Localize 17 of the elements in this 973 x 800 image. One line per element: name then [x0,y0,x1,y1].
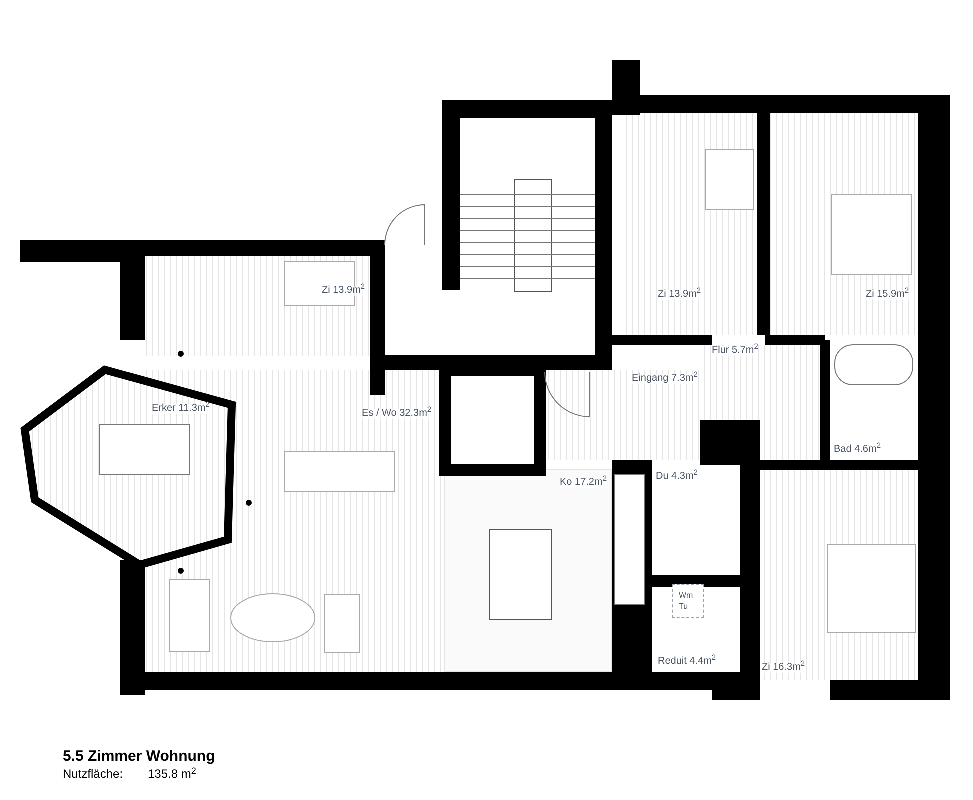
room-label: Du 4.3m$^{2}$ [656,472,698,482]
room-label: Zi 16.3m$^{2}$ [762,663,806,673]
room-label: Bad 4.6m$^{2}$ [834,445,881,455]
room-label: Erker 11.3m$^{2}$ [152,404,210,414]
appliance-box [672,584,704,618]
appliance-label: Wm Tu [679,590,694,612]
area-value: 135.8 m$^{2}$ [148,768,196,780]
room-label: Zi 15.9m$^{2}$ [866,290,910,300]
area-label: Nutzfläche: [63,768,124,780]
plan-title: 5.5 Zimmer Wohnung [63,749,216,764]
room-label: Zi 13.9m$^{2}$ [658,290,702,300]
room-label: Flur 5.7m$^{2}$ [712,346,758,356]
room-label: Eingang 7.3m$^{2}$ [632,374,698,384]
room-label: Zi 13.9m$^{2}$ [322,286,366,296]
room-label: Reduit 4.4m$^{2}$ [658,657,716,667]
room-label: Ko 17.2m$^{2}$ [560,478,607,488]
room-label: Es / Wo 32.3m$^{2}$ [362,409,432,419]
